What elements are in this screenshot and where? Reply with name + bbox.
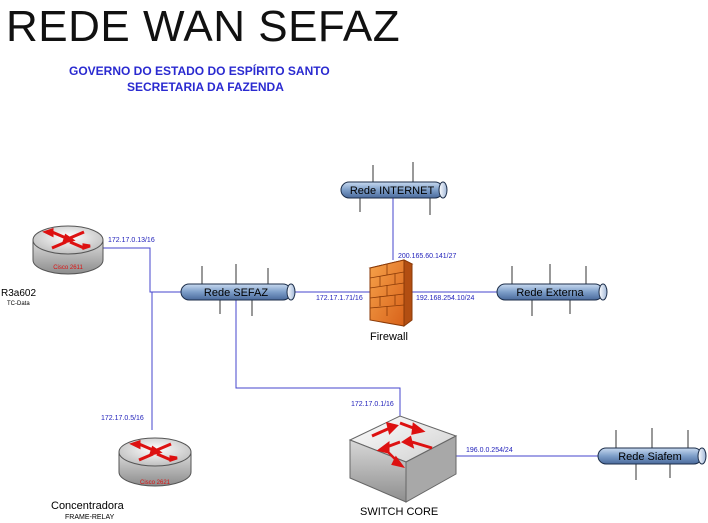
switch-core-icon	[348, 415, 458, 503]
router-concentradora-model: Cisco 2621	[140, 480, 171, 486]
router-r3a602-name: R3a602	[1, 288, 36, 299]
bus-rede-siafem: Rede Siafem	[597, 428, 707, 480]
bus-rede-internet: Rede INTERNET	[340, 162, 448, 215]
link-r3a602-sefaz	[100, 247, 183, 293]
router-concentradora-name: Concentradora	[51, 500, 125, 512]
subtitle-government: GOVERNO DO ESTADO DO ESPÍRITO SANTO	[69, 64, 330, 78]
address-switch: 172.17.0.1/16	[351, 401, 394, 408]
bus-rede-sefaz-label: Rede SEFAZ	[204, 287, 268, 299]
bus-rede-siafem-label: Rede Siafem	[618, 451, 682, 463]
subtitle-secretaria: SECRETARIA DA FAZENDA	[127, 80, 284, 94]
bus-rede-externa-label: Rede Externa	[516, 287, 584, 299]
link-sefaz-switch	[235, 300, 401, 420]
address-firewall-external: 192.168.254.10/24	[416, 295, 474, 302]
router-r3a602-subtitle: TC-Data	[7, 301, 30, 307]
diagram-title: REDE WAN SEFAZ	[6, 2, 401, 51]
bus-rede-sefaz: Rede SEFAZ	[180, 264, 296, 316]
address-r3a602: 172.17.0.13/16	[108, 237, 155, 244]
links	[100, 198, 600, 457]
address-concentradora: 172.17.0.5/16	[101, 415, 144, 422]
router-concentradora-subtitle: FRAME-RELAY	[65, 514, 115, 521]
router-r3a602-model: Cisco 2611	[53, 265, 83, 271]
router-r3a602-icon: Cisco 2611	[32, 225, 104, 275]
router-concentradora-icon: Cisco 2621	[118, 437, 192, 487]
address-firewall-internet: 200.165.60.141/27	[398, 253, 456, 260]
bus-rede-internet-label: Rede INTERNET	[350, 185, 435, 197]
firewall-label: Firewall	[370, 331, 408, 343]
bus-rede-externa: Rede Externa	[496, 264, 608, 316]
address-siafem: 196.0.0.254/24	[466, 447, 513, 454]
address-firewall-internal: 172.17.1.71/16	[316, 295, 363, 302]
switch-core-label: SWITCH CORE	[360, 506, 438, 518]
firewall-icon	[368, 259, 414, 327]
